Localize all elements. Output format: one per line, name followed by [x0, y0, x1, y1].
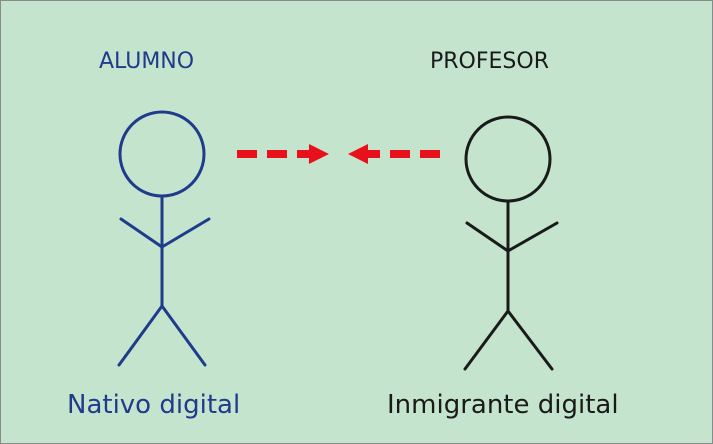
student-leg-left	[117, 304, 164, 367]
dashed-arrow-right-icon	[237, 144, 329, 164]
teacher-head	[464, 115, 552, 203]
student-title: ALUMNO	[99, 49, 195, 74]
teacher-title: PROFESOR	[430, 49, 549, 74]
teacher-caption: Inmigrante digital	[387, 390, 619, 420]
student-arm-left	[119, 217, 164, 249]
dashed-arrow-left-icon	[348, 144, 440, 164]
student-caption: Nativo digital	[67, 390, 241, 420]
teacher-stick-figure-icon	[463, 115, 559, 371]
teacher-leg-left	[463, 309, 510, 371]
teacher-arm-right	[506, 221, 559, 253]
teacher-arm-left	[465, 221, 510, 253]
student-stick-figure-icon	[117, 110, 211, 367]
student-leg-right	[160, 304, 207, 367]
student-head	[118, 110, 206, 198]
teacher-leg-right	[506, 309, 554, 371]
student-arm-right	[160, 217, 211, 249]
